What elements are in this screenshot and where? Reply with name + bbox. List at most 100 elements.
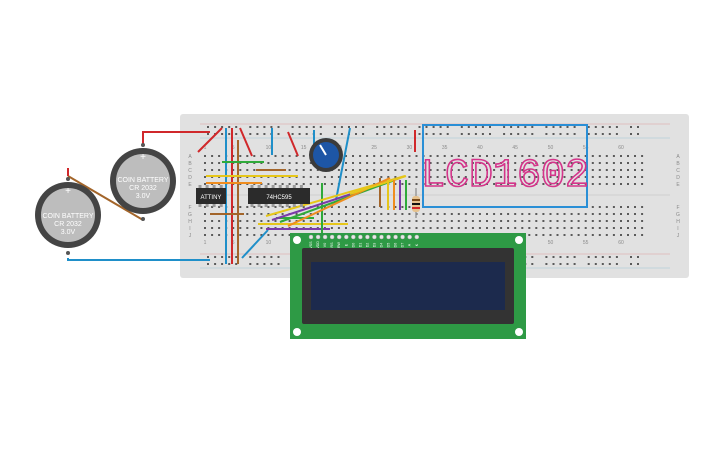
breadboard-hole — [500, 213, 503, 215]
rail-hole — [524, 126, 527, 128]
rail-hole — [270, 263, 273, 265]
breadboard-hole — [577, 227, 580, 229]
rail-hole — [263, 263, 266, 265]
battery-1-cell — [116, 154, 170, 208]
breadboard-hole — [401, 220, 404, 222]
coin-battery-1[interactable]: + COIN BATTERY CR 2032 3.0V — [110, 143, 176, 221]
breadboard-hole — [556, 220, 559, 222]
breadboard-hole — [352, 206, 354, 208]
breadboard-hole — [528, 155, 531, 157]
wire-green-diag-1[interactable] — [279, 179, 396, 223]
rail-hole — [228, 133, 231, 135]
rail-hole — [376, 133, 379, 135]
breadboard-hole — [486, 169, 488, 171]
rail-hole — [566, 263, 569, 265]
chip-pin — [205, 185, 209, 188]
breadboard-hole — [211, 227, 214, 229]
breadboard-hole — [239, 155, 242, 157]
breadboard-hole — [542, 162, 545, 164]
breadboard-hole — [288, 155, 291, 157]
breadboard-hole — [337, 206, 340, 208]
battery-red-wire[interactable] — [142, 131, 210, 145]
breadboard-hole — [641, 220, 644, 222]
lcd-pin-label: VSS — [309, 241, 313, 249]
wire-yellow-diag-2[interactable] — [349, 175, 407, 195]
breadboard-hole — [309, 183, 312, 185]
rail-hole — [531, 133, 534, 135]
shift-register-body — [248, 188, 310, 204]
lcd-pin — [344, 234, 349, 240]
breadboard-hole — [443, 213, 446, 215]
breadboard-hole — [352, 176, 354, 178]
breadboard-hole — [345, 169, 347, 171]
chip-pin — [219, 185, 223, 188]
breadboard-hole — [345, 183, 347, 185]
rail-hole — [637, 263, 639, 265]
breadboard-hole — [500, 183, 503, 185]
rail-hole — [263, 133, 266, 135]
chip-pin — [212, 204, 216, 207]
battery-brown-wire[interactable] — [67, 175, 144, 221]
breadboard-hole — [514, 220, 517, 222]
wire-red-1[interactable] — [197, 127, 223, 153]
column-number: 55 — [583, 240, 589, 246]
resistor-band-2 — [412, 203, 420, 205]
wire-red-4[interactable] — [287, 131, 299, 157]
rail-hole — [559, 126, 562, 128]
chip-pin — [278, 185, 282, 188]
breadboard-hole — [408, 155, 411, 157]
resistor[interactable] — [412, 188, 420, 218]
battery-2-line1: COIN BATTERY — [42, 213, 93, 220]
breadboard-hole — [337, 169, 340, 171]
breadboard-hole — [415, 155, 418, 157]
chip-pin — [250, 185, 254, 188]
breadboard-hole — [408, 213, 411, 215]
breadboard-hole — [493, 227, 496, 229]
breadboard-hole — [309, 220, 312, 222]
wire-blue-5[interactable] — [241, 229, 269, 259]
lcd-pin-label: V0 — [323, 243, 327, 247]
breadboard-hole — [316, 183, 319, 185]
breadboard-hole — [598, 183, 601, 185]
wire-blue-4[interactable] — [335, 127, 351, 201]
breadboard-hole — [620, 155, 622, 157]
breadboard-hole — [380, 206, 383, 208]
rail-hole — [256, 263, 259, 265]
battery-blue-wire[interactable] — [67, 258, 210, 261]
breadboard-hole — [471, 220, 474, 222]
breadboard-hole — [436, 213, 439, 215]
coin-battery-2[interactable]: + COIN BATTERY CR 2032 3.0V — [35, 177, 101, 255]
rail-hole — [390, 133, 393, 135]
breadboard-hole — [605, 220, 608, 222]
breadboard-hole — [450, 169, 453, 171]
rail-hole — [207, 133, 209, 135]
breadboard-hole — [620, 227, 622, 229]
breadboard-hole — [253, 155, 256, 157]
chip-pin — [212, 185, 216, 188]
breadboard-hole — [204, 155, 206, 157]
breadboard-hole — [337, 220, 340, 222]
breadboard-hole — [627, 183, 629, 185]
chip-attiny[interactable]: ATTINY — [196, 185, 226, 207]
breadboard-hole — [577, 213, 580, 215]
potentiometer[interactable] — [309, 138, 343, 172]
breadboard-hole — [535, 169, 538, 171]
breadboard-hole — [521, 155, 524, 157]
breadboard-hole — [612, 234, 615, 236]
breadboard-hole — [330, 183, 333, 185]
lcd-mount-hole-br — [515, 328, 523, 336]
lcd-pin — [386, 234, 391, 240]
breadboard-hole — [366, 176, 369, 178]
wire-red-3[interactable] — [239, 127, 253, 157]
breadboard-hole — [218, 227, 221, 229]
breadboard-hole — [204, 169, 206, 171]
breadboard-hole — [464, 162, 467, 164]
chip-74hc595[interactable]: 74HC595 — [248, 185, 310, 207]
breadboard-hole — [584, 234, 587, 236]
lcd-pin — [393, 234, 398, 240]
breadboard-hole — [528, 162, 531, 164]
row-letter: G — [188, 212, 192, 218]
breadboard-hole — [443, 220, 446, 222]
breadboard-hole — [218, 169, 221, 171]
